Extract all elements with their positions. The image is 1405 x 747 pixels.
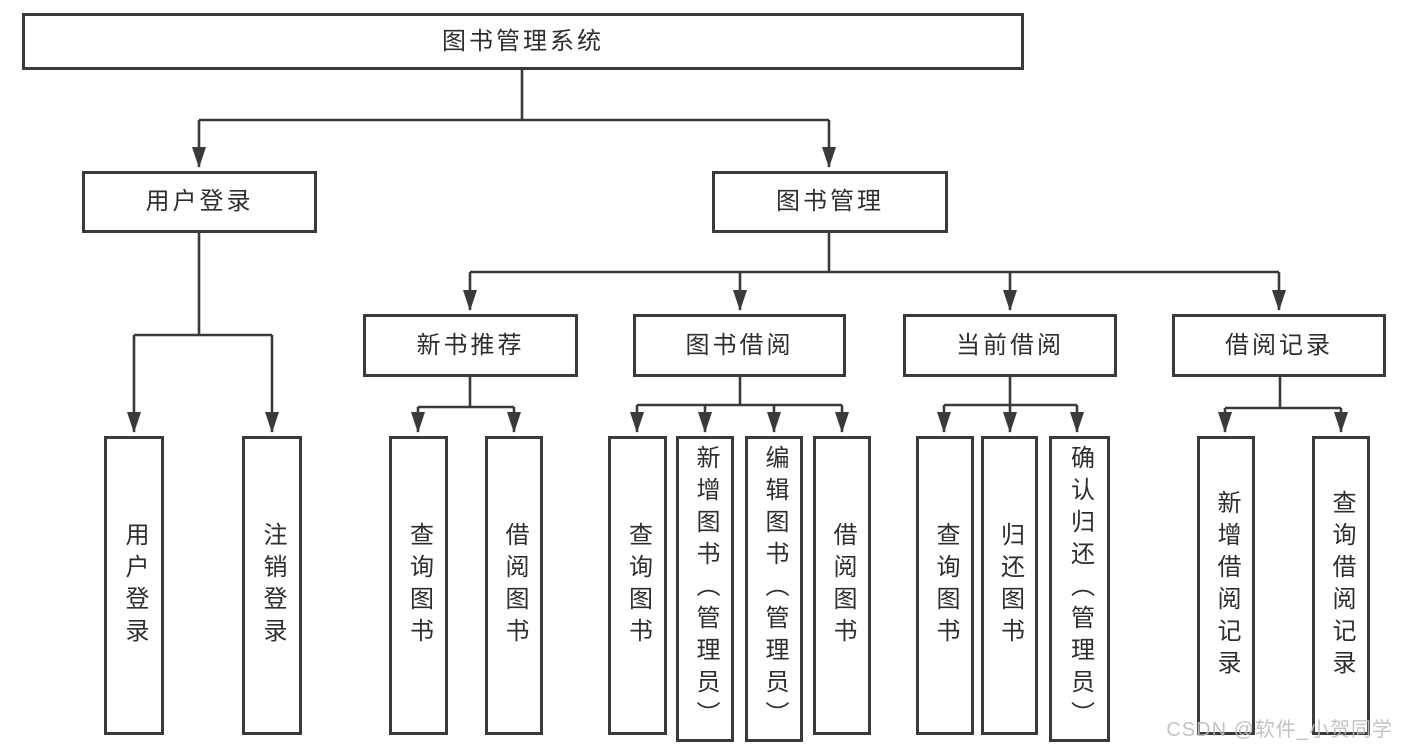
leaf-bb-borrow-books: 借阅图书 (813, 436, 871, 735)
leaf-logout-label: 注销登录 (259, 521, 286, 650)
leaf-bb-edit-books-admin-label: 编辑图书（管理员） (761, 445, 788, 733)
leaf-bb-borrow-books-label: 借阅图书 (829, 521, 856, 650)
node-current-borrow-label: 当前借阅 (956, 331, 1064, 359)
connector-book-mgmt-branch (463, 233, 1286, 311)
node-book-borrow-label: 图书借阅 (685, 331, 794, 359)
leaf-cb-query-books: 查询图书 (916, 436, 974, 735)
leaf-bb-query-books-label: 查询图书 (624, 521, 652, 650)
connector-borrow-records-branch (1218, 377, 1348, 433)
leaf-cb-confirm-return-admin: 确认归还（管理员） (1049, 436, 1110, 742)
node-borrow-records-label: 借阅记录 (1225, 331, 1333, 359)
csdn-watermark: CSDN @软件_小贺同学 (1166, 719, 1393, 741)
leaf-user-login: 用户登录 (104, 436, 164, 735)
connector-new-book-rec-branch (411, 377, 521, 433)
leaf-bb-add-books-admin: 新增图书（管理员） (676, 436, 734, 742)
leaf-cb-return-books-label: 归还图书 (996, 521, 1024, 650)
connector-current-borrow-branch (937, 377, 1084, 433)
leaf-nbr-borrow-books: 借阅图书 (485, 436, 543, 735)
node-current-borrow: 当前借阅 (903, 314, 1117, 377)
leaf-br-add-record: 新增借阅记录 (1197, 436, 1255, 735)
node-book-mgmt-label: 图书管理 (776, 188, 884, 215)
node-borrow-records: 借阅记录 (1172, 314, 1386, 377)
leaf-bb-edit-books-admin: 编辑图书（管理员） (745, 436, 803, 742)
leaf-br-add-record-label: 新增借阅记录 (1213, 489, 1240, 682)
node-new-book-rec: 新书推荐 (363, 314, 578, 377)
leaf-cb-confirm-return-admin-label: 确认归还（管理员） (1066, 445, 1094, 733)
node-user-login-label: 用户登录 (145, 188, 254, 215)
node-book-mgmt: 图书管理 (712, 171, 948, 233)
leaf-user-login-label: 用户登录 (121, 521, 148, 650)
node-user-login: 用户登录 (82, 171, 317, 233)
leaf-logout: 注销登录 (242, 436, 302, 735)
node-new-book-rec-label: 新书推荐 (416, 331, 525, 359)
leaf-cb-query-books-label: 查询图书 (932, 521, 959, 650)
node-root: 图书管理系统 (22, 13, 1024, 70)
leaf-nbr-query-books-label: 查询图书 (405, 521, 433, 650)
node-book-borrow: 图书借阅 (633, 314, 846, 377)
connector-book-borrow-branch (630, 377, 849, 433)
leaf-br-query-record: 查询借阅记录 (1312, 436, 1370, 735)
node-root-label: 图书管理系统 (442, 27, 604, 55)
leaf-nbr-query-books: 查询图书 (389, 436, 448, 735)
connector-root-to-level2 (192, 70, 836, 168)
leaf-cb-return-books: 归还图书 (981, 436, 1038, 735)
connector-user-login-branch (127, 233, 279, 433)
leaf-br-query-record-label: 查询借阅记录 (1328, 489, 1355, 682)
leaf-bb-add-books-admin-label: 新增图书（管理员） (692, 445, 719, 733)
leaf-nbr-borrow-books-label: 借阅图书 (501, 521, 528, 650)
leaf-bb-query-books: 查询图书 (608, 436, 667, 735)
